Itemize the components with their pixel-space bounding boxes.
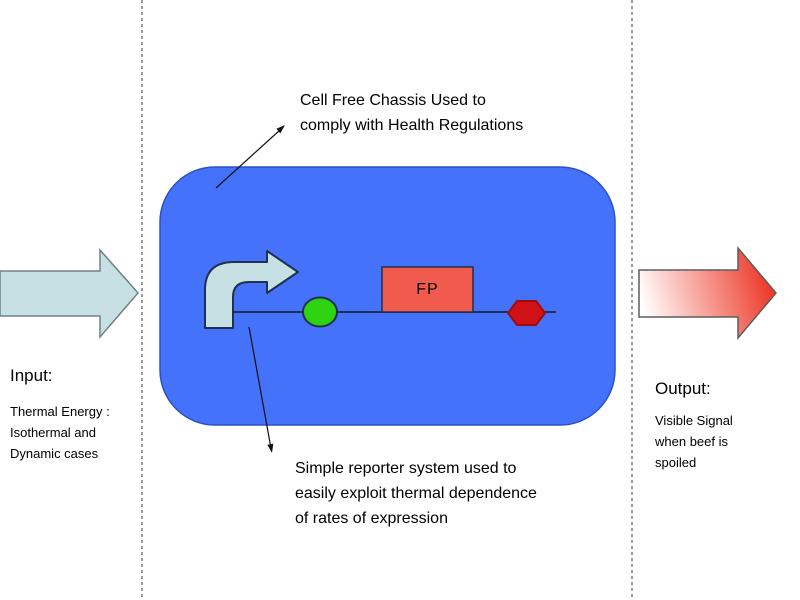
output-label: Output: xyxy=(655,379,711,398)
reporter-arrowhead-icon xyxy=(267,443,274,453)
fp-gene-rect xyxy=(381,266,474,313)
input-arrow-icon xyxy=(0,248,139,340)
terminator-hexagon-icon xyxy=(506,300,547,326)
chassis-annotation-text: Cell Free Chassis Used to comply with He… xyxy=(300,92,524,134)
fp-gene-label: FP xyxy=(416,280,439,298)
input-label: Input: xyxy=(10,366,53,385)
rbs-ellipse-icon xyxy=(302,296,338,328)
input-description: Thermal Energy : Isothermal and Dynamic … xyxy=(10,404,110,461)
chassis-annotation-arrow xyxy=(215,125,285,189)
promoter-arrow-icon xyxy=(204,250,299,329)
output-description: Visible Signal when beef is spoiled xyxy=(655,413,733,470)
reporter-annotation-text: Simple reporter system used to easily ex… xyxy=(295,460,537,527)
output-arrow-icon xyxy=(638,245,777,341)
chassis-arrowhead-icon xyxy=(276,125,285,134)
reporter-annotation-arrow xyxy=(248,326,274,453)
